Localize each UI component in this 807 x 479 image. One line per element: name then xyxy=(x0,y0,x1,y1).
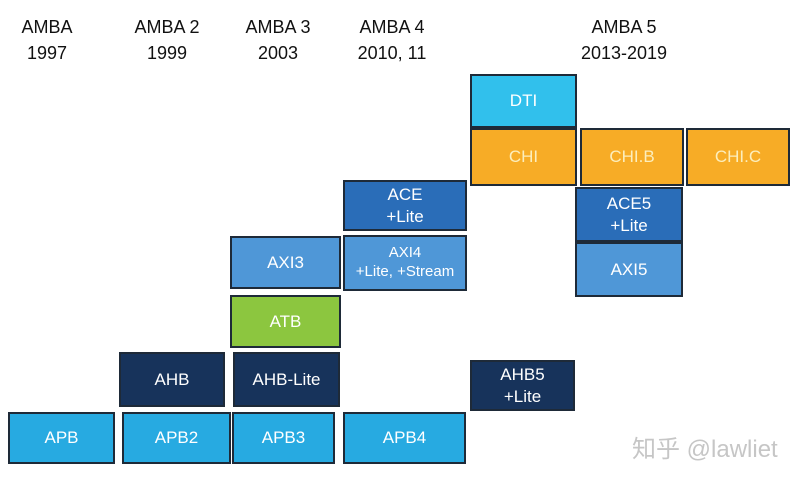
column-header-amba2: AMBA 2 1999 xyxy=(134,14,199,66)
box-chi: CHI xyxy=(470,128,577,186)
zhihu-watermark: 知乎 @lawliet xyxy=(632,436,778,463)
box-apb3: APB3 xyxy=(232,412,335,464)
box-axi5: AXI5 xyxy=(575,242,683,297)
column-header-amba5: AMBA 5 2013-2019 xyxy=(581,14,667,66)
box-chi-c: CHI.C xyxy=(686,128,790,186)
header-name: AMBA xyxy=(21,17,73,37)
header-name: AMBA 3 xyxy=(245,17,311,37)
column-header-amba4: AMBA 4 2010, 11 xyxy=(358,14,427,66)
header-name: AMBA 4 xyxy=(359,17,425,37)
box-axi3: AXI3 xyxy=(230,236,341,289)
box-ahb-lite: AHB-Lite xyxy=(233,352,340,407)
header-years: 1999 xyxy=(146,43,188,63)
box-ace5-lite: ACE5 +Lite xyxy=(575,187,683,242)
column-header-amba3: AMBA 3 2003 xyxy=(245,14,310,66)
box-chi-b: CHI.B xyxy=(580,128,684,186)
box-atb: ATB xyxy=(230,295,341,348)
header-years: 1997 xyxy=(26,43,68,63)
header-years: 2013-2019 xyxy=(580,43,668,63)
header-name: AMBA 2 xyxy=(134,17,200,37)
column-header-amba1: AMBA 1997 xyxy=(21,14,72,66)
box-ace-lite: ACE +Lite xyxy=(343,180,467,231)
box-apb4: APB4 xyxy=(343,412,466,464)
box-ahb5-lite: AHB5 +Lite xyxy=(470,360,575,411)
box-axi4-lite-stream: AXI4 +Lite, +Stream xyxy=(343,235,467,291)
header-years: 2003 xyxy=(257,43,299,63)
box-ahb: AHB xyxy=(119,352,225,407)
box-dti: DTI xyxy=(470,74,577,128)
header-name: AMBA 5 xyxy=(591,17,657,37)
box-apb2: APB2 xyxy=(122,412,231,464)
box-apb: APB xyxy=(8,412,115,464)
header-years: 2010, 11 xyxy=(357,43,427,63)
